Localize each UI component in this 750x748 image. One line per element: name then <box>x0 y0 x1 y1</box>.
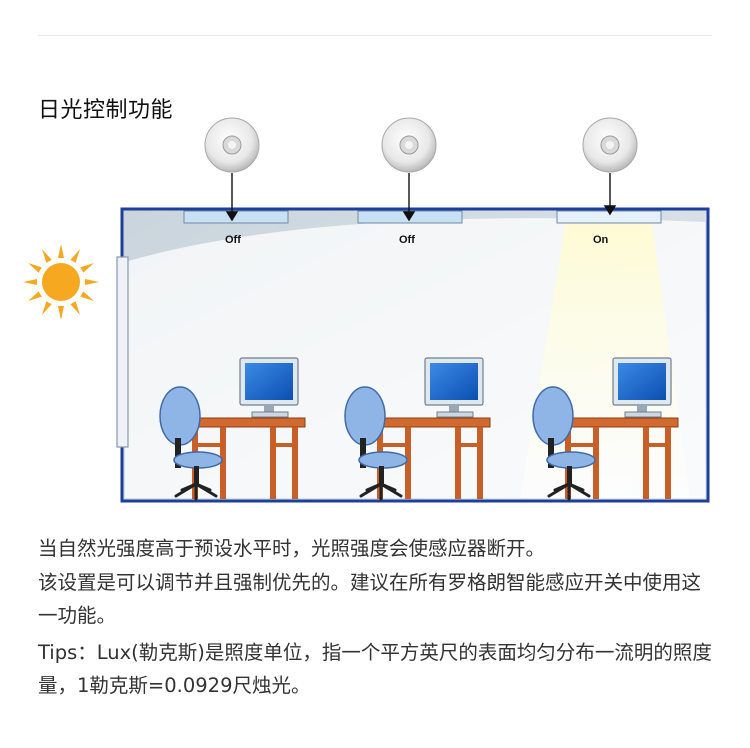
window <box>116 256 129 448</box>
sensor-icon-3 <box>582 117 638 173</box>
lamp-status-2: Off <box>399 234 415 246</box>
lamp-status-1: Off <box>225 234 241 246</box>
lamp-status-3: On <box>593 234 609 246</box>
ceiling-light-1 <box>183 210 289 224</box>
description-line-1: 当自然光强度高于预设水平时，光照强度会使感应器断开。 <box>38 537 546 560</box>
top-divider <box>38 35 712 36</box>
description-text: 当自然光强度高于预设水平时，光照强度会使感应器断开。 该设置是可以调节并且强制优… <box>38 532 718 703</box>
tips-text: Tips：Lux(勒克斯)是照度单位，指一个平方英尺的表面均匀分布一流明的照度量… <box>38 640 712 698</box>
sensor-icon-1 <box>204 117 260 173</box>
description-line-2: 该设置是可以调节并且强制优先的。建议在所有罗格朗智能感应开关中使用这一功能。 <box>38 570 702 628</box>
daylight-control-diagram: Off Off On <box>23 117 710 503</box>
sensor-icon-2 <box>381 117 437 173</box>
sun-icon <box>23 244 99 320</box>
section-title: 日光控制功能 <box>38 98 174 124</box>
